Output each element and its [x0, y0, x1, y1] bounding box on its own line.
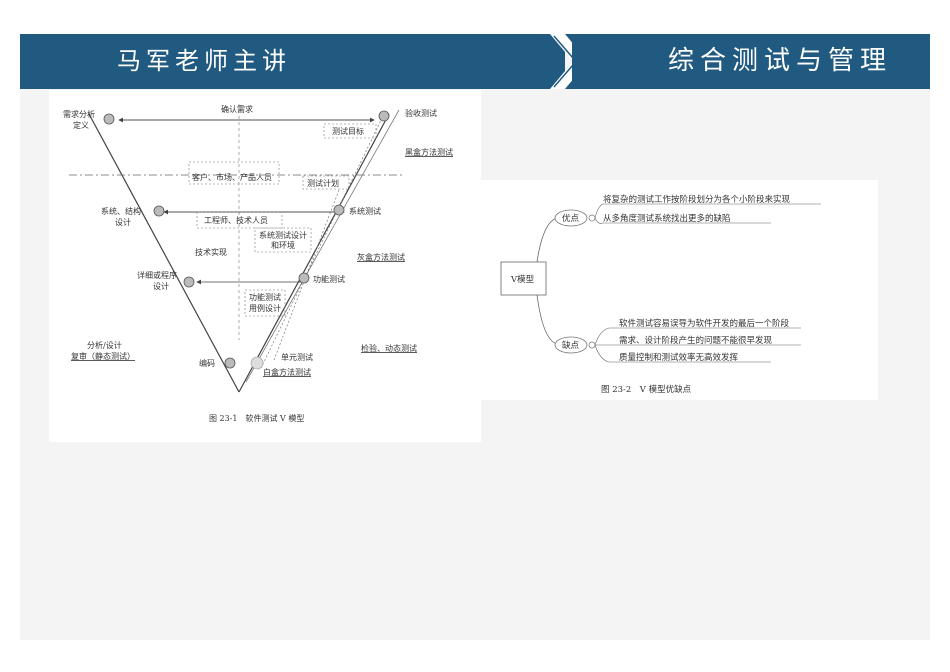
node-unittest [250, 356, 264, 370]
cons-item-2: 需求、设计阶段产生的问题不能很早发现 [619, 335, 773, 346]
pros-label: 优点 [562, 213, 580, 224]
cons-label: 缺点 [562, 340, 580, 351]
label-sys-2: 设计 [115, 217, 131, 227]
pros-cons-figure: V模型 优点 将复杂的测试工作按阶段划分为各个小阶段来实现 从多角度测试系统找出… [481, 180, 878, 400]
node-functest [298, 272, 310, 284]
node-accept [378, 110, 390, 122]
label-white-box: 白盒方法测试 [263, 367, 311, 377]
node-req [103, 113, 115, 125]
topic-title: 综合测试与管理 [667, 46, 892, 76]
cons-node [554, 336, 588, 354]
v-model-diagram: 需求分析 定义 系统、结构 设计 详细或程序 设计 编码 验收测试 系统测试 功… [63, 104, 453, 423]
cons-item-1: 软件测试容易误导为软件开发的最后一个阶段 [619, 318, 790, 329]
v-model-figure: 需求分析 定义 系统、结构 设计 详细或程序 设计 编码 验收测试 系统测试 功… [49, 90, 481, 442]
label-systest: 系统测试 [349, 206, 381, 216]
fig-23-1-caption: 图 23-1 软件测试 V 模型 [209, 413, 304, 423]
label-req-1: 需求分析 [63, 109, 95, 119]
node-systest [333, 204, 345, 216]
label-sys-design-1: 系统测试设计 [259, 230, 307, 240]
label-detail-2: 设计 [153, 281, 169, 291]
lecturer-title: 马军老师主讲 [117, 47, 291, 75]
label-test-goal: 测试目标 [332, 126, 364, 136]
node-code [224, 357, 236, 369]
center-label: V模型 [510, 274, 535, 285]
pros-item-1: 将复杂的测试工作按阶段划分为各个小阶段来实现 [603, 194, 791, 205]
fig-23-2-caption: 图 23-2 V 模型优缺点 [601, 384, 692, 395]
label-sys-design-2: 和环境 [271, 240, 295, 250]
pros-node [554, 209, 588, 227]
label-review-1: 分析/设计 [87, 340, 122, 350]
label-code: 编码 [199, 358, 215, 368]
pros-cons-diagram: V模型 优点 将复杂的测试工作按阶段划分为各个小阶段来实现 从多角度测试系统找出… [500, 194, 821, 395]
label-func-case-2: 用例设计 [249, 303, 281, 313]
center-box [500, 261, 547, 296]
node-detail [183, 276, 195, 288]
label-gray-box: 灰盒方法测试 [357, 252, 405, 262]
v-right-line [238, 113, 390, 393]
node-sys [153, 205, 165, 217]
label-confirm-req: 确认需求 [221, 104, 253, 114]
label-sys-1: 系统、结构 [101, 206, 141, 216]
title-banner: 马军老师主讲 综合测试与管理 [20, 34, 930, 89]
label-accept: 验收测试 [405, 108, 437, 118]
label-functest: 功能测试 [313, 274, 345, 284]
label-func-case-1: 功能测试 [249, 292, 281, 302]
label-engineers: 工程师、技术人员 [204, 215, 268, 225]
label-customers: 客户、市场、产品人员 [192, 172, 272, 182]
banner-left: 马军老师主讲 [20, 34, 565, 89]
label-inspection: 检验、动态测试 [361, 343, 417, 353]
label-test-plan: 测试计划 [307, 178, 339, 188]
label-black-box: 黑盒方法测试 [405, 147, 453, 157]
label-req-2: 定义 [73, 120, 89, 130]
label-unittest: 单元测试 [281, 352, 313, 362]
v-left-line [88, 113, 240, 393]
label-review-2: 复审（静态测试） [71, 351, 135, 361]
banner-right: 综合测试与管理 [572, 34, 930, 89]
pros-item-2: 从多角度测试系统找出更多的缺陷 [603, 213, 731, 224]
cons-item-3: 质量控制和测试效率无高效发挥 [619, 352, 739, 363]
v-inner-line [245, 109, 400, 383]
slide: 马军老师主讲 综合测试与管理 [20, 34, 930, 640]
label-tech-impl: 技术实现 [195, 247, 227, 257]
label-detail-1: 详细或程序 [137, 270, 177, 280]
